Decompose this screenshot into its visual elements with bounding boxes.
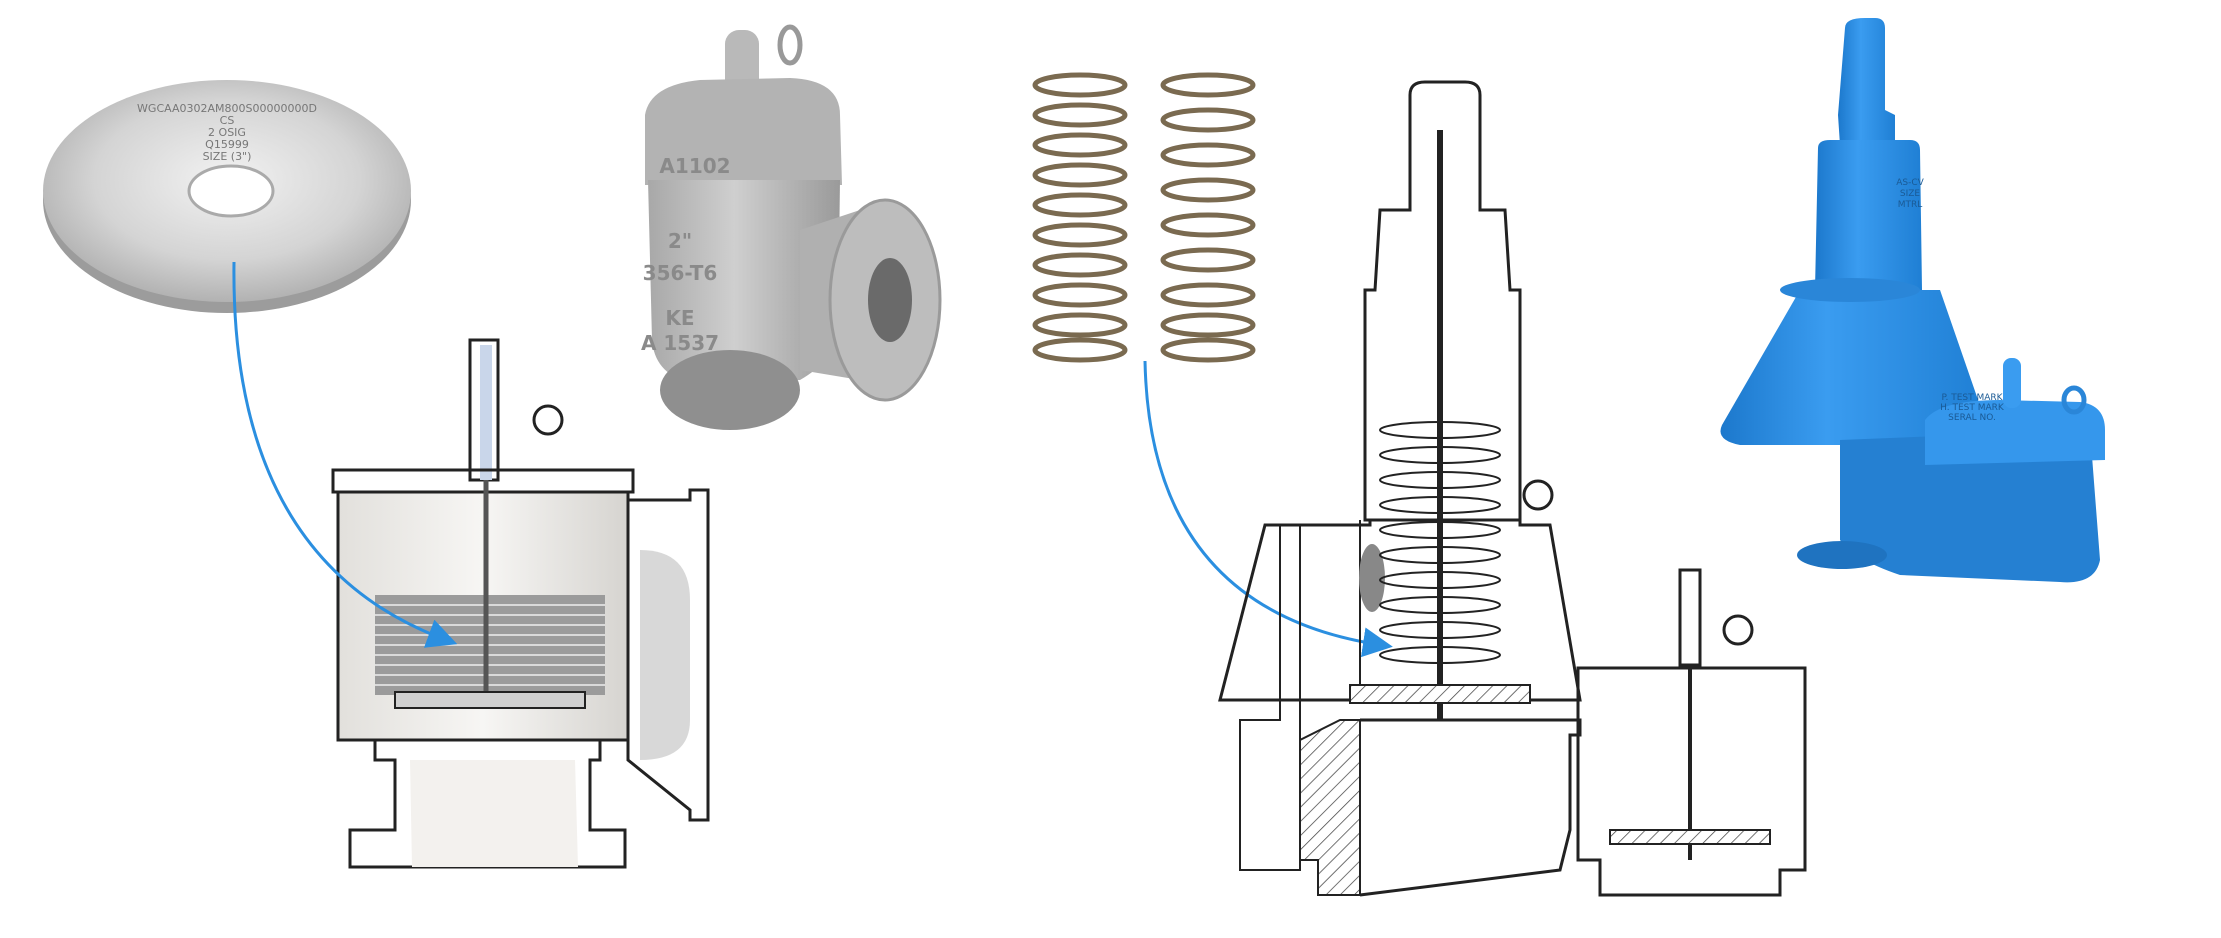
- blue-valve-photo: AS-CV SIZE MTRL P. TEST MARK H. TEST MAR…: [1720, 18, 2105, 583]
- steel-valve-cutaway: [331, 338, 710, 869]
- svg-text:A 1537: A 1537: [641, 331, 719, 355]
- svg-text:A1102: A1102: [659, 154, 730, 178]
- disc-engraving: WGCAA0302AM800S00000000D CS 2 OSIG Q1599…: [137, 102, 317, 163]
- svg-text:Q15999: Q15999: [205, 138, 249, 151]
- steel-valve-photo: A1102 2" 356-T6 KE A 1537: [641, 24, 942, 430]
- svg-text:P. TEST MARK: P. TEST MARK: [1941, 393, 2003, 403]
- springs-photo: [1032, 72, 1256, 363]
- spring-left: [1032, 72, 1128, 363]
- blue-arrow-disc-to-valve: [232, 261, 458, 648]
- spring-right: [1160, 72, 1256, 363]
- blue-arrow-spring-to-valve: [1143, 360, 1393, 658]
- svg-text:SIZE (3"): SIZE (3"): [203, 150, 252, 163]
- svg-text:MTRL: MTRL: [1898, 200, 1923, 210]
- svg-text:KE: KE: [665, 306, 694, 330]
- svg-text:AS-CV: AS-CV: [1896, 178, 1924, 188]
- svg-text:H. TEST MARK: H. TEST MARK: [1940, 403, 2005, 413]
- svg-text:356-T6: 356-T6: [643, 261, 718, 285]
- svg-text:2": 2": [668, 229, 692, 253]
- svg-text:2 OSIG: 2 OSIG: [208, 126, 246, 139]
- orifice-disc-photo: WGCAA0302AM800S00000000D CS 2 OSIG Q1599…: [43, 80, 411, 313]
- svg-text:WGCAA0302AM800S00000000D: WGCAA0302AM800S00000000D: [137, 102, 317, 115]
- svg-text:SIZE: SIZE: [1900, 189, 1921, 199]
- svg-text:SERAL NO.: SERAL NO.: [1948, 413, 1996, 423]
- svg-text:CS: CS: [220, 114, 235, 127]
- blue-valve-cross-section: [1218, 80, 1807, 897]
